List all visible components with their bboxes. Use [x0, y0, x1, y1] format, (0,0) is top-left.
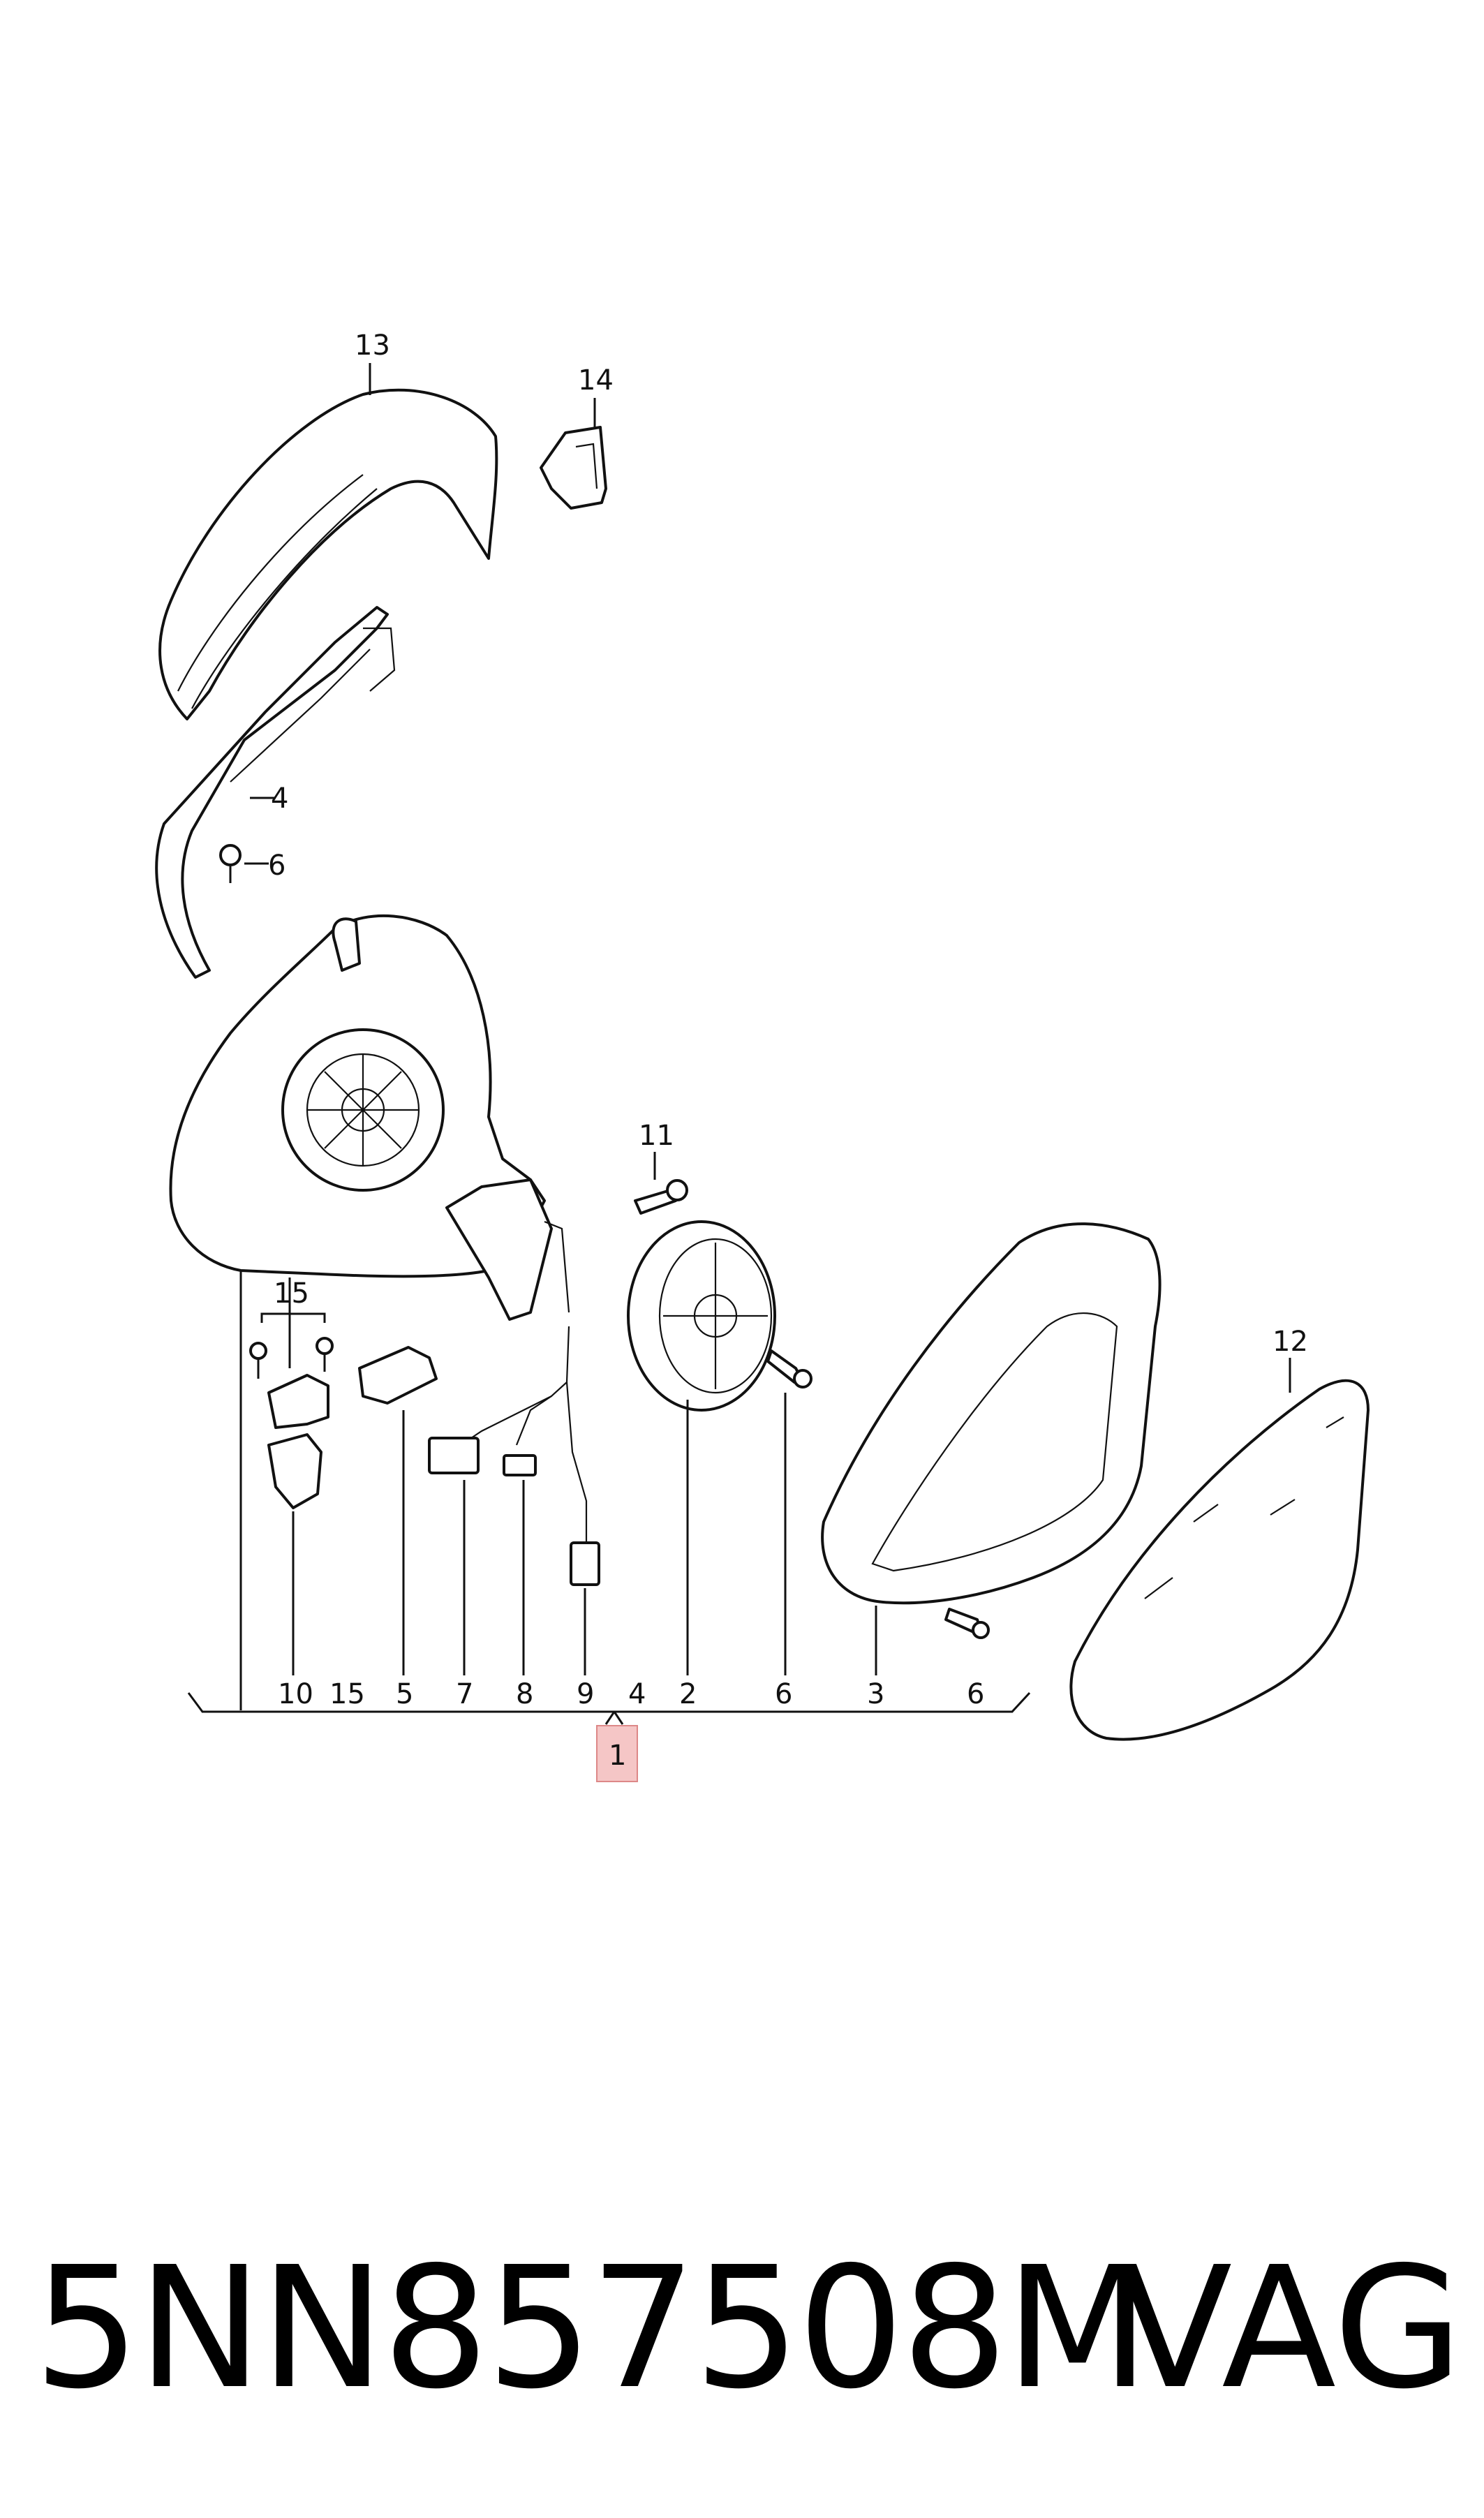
- callout-15-top: 15: [274, 1277, 309, 1310]
- callout-6-top: 6: [268, 850, 285, 882]
- callout-11: 11: [639, 1120, 674, 1152]
- part-13-mirror-cap: [158, 363, 498, 720]
- part-mirror-housing: [169, 914, 553, 1710]
- bottom-label: 15: [329, 1678, 365, 1710]
- bottom-label: 10: [278, 1678, 313, 1710]
- bottom-label: 5: [396, 1678, 413, 1710]
- part-5-module: [358, 1346, 438, 1675]
- bottom-label: 6: [775, 1678, 792, 1710]
- bottom-label: 7: [456, 1678, 473, 1710]
- bottom-label: 3: [867, 1678, 884, 1710]
- part-10-15-bracket-motor: [249, 1277, 334, 1675]
- part-12-mirror-glass: [1069, 1358, 1370, 1741]
- bottom-label: 2: [679, 1678, 697, 1710]
- brand-name: VAG: [1118, 2230, 1463, 2426]
- callout-14: 14: [578, 364, 614, 397]
- part-wiring-harness: [428, 1220, 600, 1675]
- callout-12: 12: [1272, 1326, 1308, 1358]
- callout-4-top: 4: [271, 783, 288, 815]
- assembly-group-bracket: [187, 1691, 1031, 1782]
- highlight-box-1: [596, 1725, 638, 1782]
- part-3-mirror-frame: [821, 1222, 1162, 1675]
- bottom-label: 6: [967, 1678, 984, 1710]
- part-14-connector: [540, 398, 607, 510]
- part-4-turn-signal: [155, 606, 396, 979]
- part-6-screw-mid: [766, 1349, 813, 1675]
- part-number: 5NN857508M: [34, 2230, 1150, 2426]
- part-2-adjuster-motor: [627, 1220, 776, 1675]
- part-11-screw: [634, 1152, 688, 1215]
- callout-1: 1: [609, 1740, 626, 1772]
- bottom-label: 4: [628, 1678, 646, 1710]
- part-6-screw-bottom: [944, 1608, 990, 1639]
- part-6-screw-top: [219, 844, 269, 883]
- callout-13: 13: [355, 329, 390, 362]
- bottom-label: 8: [516, 1678, 533, 1710]
- bottom-label: 9: [577, 1678, 594, 1710]
- footer: 5NN857508M VAG: [0, 2223, 1484, 2433]
